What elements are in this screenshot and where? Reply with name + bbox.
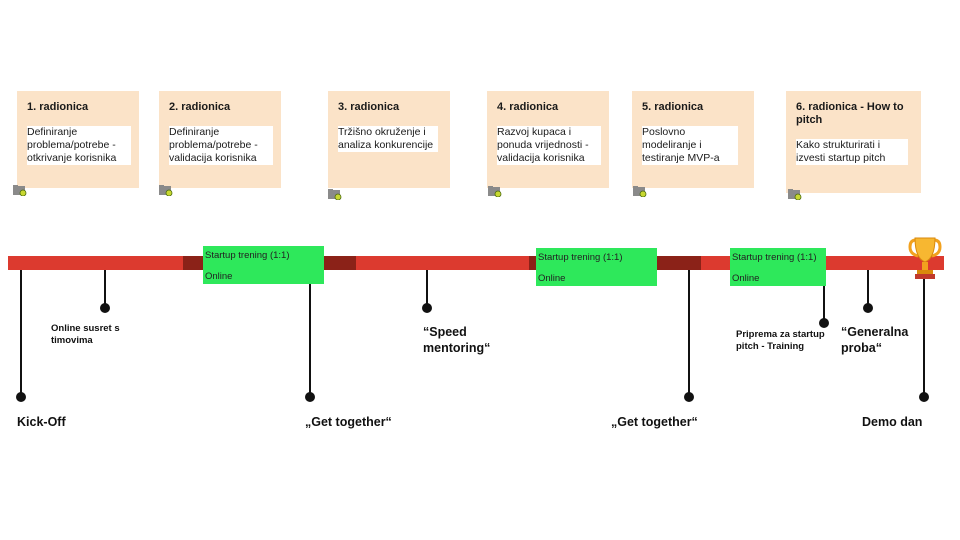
milestone-stem [923, 278, 925, 396]
milestone-label-get-together: „Get together“ [611, 415, 698, 429]
workshop-title: 4. radionica [497, 101, 559, 113]
milestone-stem [309, 284, 311, 396]
training-mode: Online [538, 273, 566, 284]
timeline-segment-dark [529, 256, 538, 270]
timeline-segment-dark [183, 256, 205, 270]
workshop-description: Kako strukturirati i izvesti startup pit… [796, 139, 908, 165]
milestone-stem [426, 270, 428, 306]
milestone-label-general-rehearsal: “Generalna proba“ [841, 325, 909, 355]
milestone-dot [16, 392, 26, 402]
milestone-dot [100, 303, 110, 313]
workshop-title: 3. radionica [338, 101, 400, 113]
workshop-title: 5. radionica [642, 101, 704, 113]
workshop-card-6: 6. radionica - How to pitch Kako struktu… [786, 91, 921, 193]
milestone-dot [684, 392, 694, 402]
folder-add-icon [488, 186, 502, 197]
workshop-description: Definiranje problema/potrebe - validacij… [169, 126, 273, 165]
milestone-label-pitch-training: Priprema za startup pitch - Training [736, 329, 825, 352]
folder-add-icon [328, 189, 342, 200]
timeline-segment-dark [656, 256, 701, 270]
workshop-description: Definiranje problema/potrebe - otkrivanj… [27, 126, 131, 165]
workshop-card-5: 5. radionica Poslovno modeliranje i test… [632, 91, 754, 188]
milestone-label-speed-mentoring: “Speed mentoring“ [423, 325, 491, 355]
folder-add-icon [788, 189, 802, 200]
milestone-label-kickoff: Kick-Off [17, 415, 66, 429]
workshop-description: Poslovno modeliranje i testiranje MVP-a [642, 126, 738, 165]
milestone-label-get-together: „Get together“ [305, 415, 392, 429]
workshop-card-1: 1. radionica Definiranje problema/potreb… [17, 91, 139, 188]
timeline-segment-dark [323, 256, 356, 270]
trophy-icon [908, 237, 942, 279]
workshop-description: Razvoj kupaca i ponuda vrijednosti - val… [497, 126, 601, 165]
training-label: Startup trening (1:1) [732, 252, 817, 263]
milestone-stem [867, 270, 869, 306]
milestone-dot [819, 318, 829, 328]
milestone-dot [422, 303, 432, 313]
workshop-title: 2. radionica [169, 101, 231, 113]
training-mode: Online [732, 273, 760, 284]
folder-add-icon [159, 185, 173, 196]
startup-training-box: Startup trening (1:1) Online [730, 248, 826, 286]
workshop-title: 1. radionica [27, 101, 89, 113]
workshop-description: Tržišno okruženje i analiza konkurencije [338, 126, 438, 152]
workshop-card-3: 3. radionica Tržišno okruženje i analiza… [328, 91, 450, 188]
milestone-label-demo-day: Demo dan [862, 415, 923, 429]
folder-add-icon [13, 185, 27, 196]
milestone-dot [305, 392, 315, 402]
training-label: Startup trening (1:1) [205, 250, 290, 261]
milestone-stem [104, 270, 106, 306]
folder-add-icon [633, 186, 647, 197]
workshop-card-2: 2. radionica Definiranje problema/potreb… [159, 91, 281, 188]
milestone-stem [20, 270, 22, 396]
training-label: Startup trening (1:1) [538, 252, 623, 263]
startup-training-box: Startup trening (1:1) Online [536, 248, 657, 286]
milestone-dot [863, 303, 873, 313]
milestone-label-online-meeting: Online susret s timovima [51, 323, 120, 346]
startup-training-box: Startup trening (1:1) Online [203, 246, 324, 284]
milestone-stem [688, 270, 690, 396]
workshop-title: 6. radionica - How to pitch [796, 101, 904, 126]
workshop-card-4: 4. radionica Razvoj kupaca i ponuda vrij… [487, 91, 609, 188]
milestone-dot [919, 392, 929, 402]
training-mode: Online [205, 271, 233, 282]
milestone-stem [823, 286, 825, 322]
